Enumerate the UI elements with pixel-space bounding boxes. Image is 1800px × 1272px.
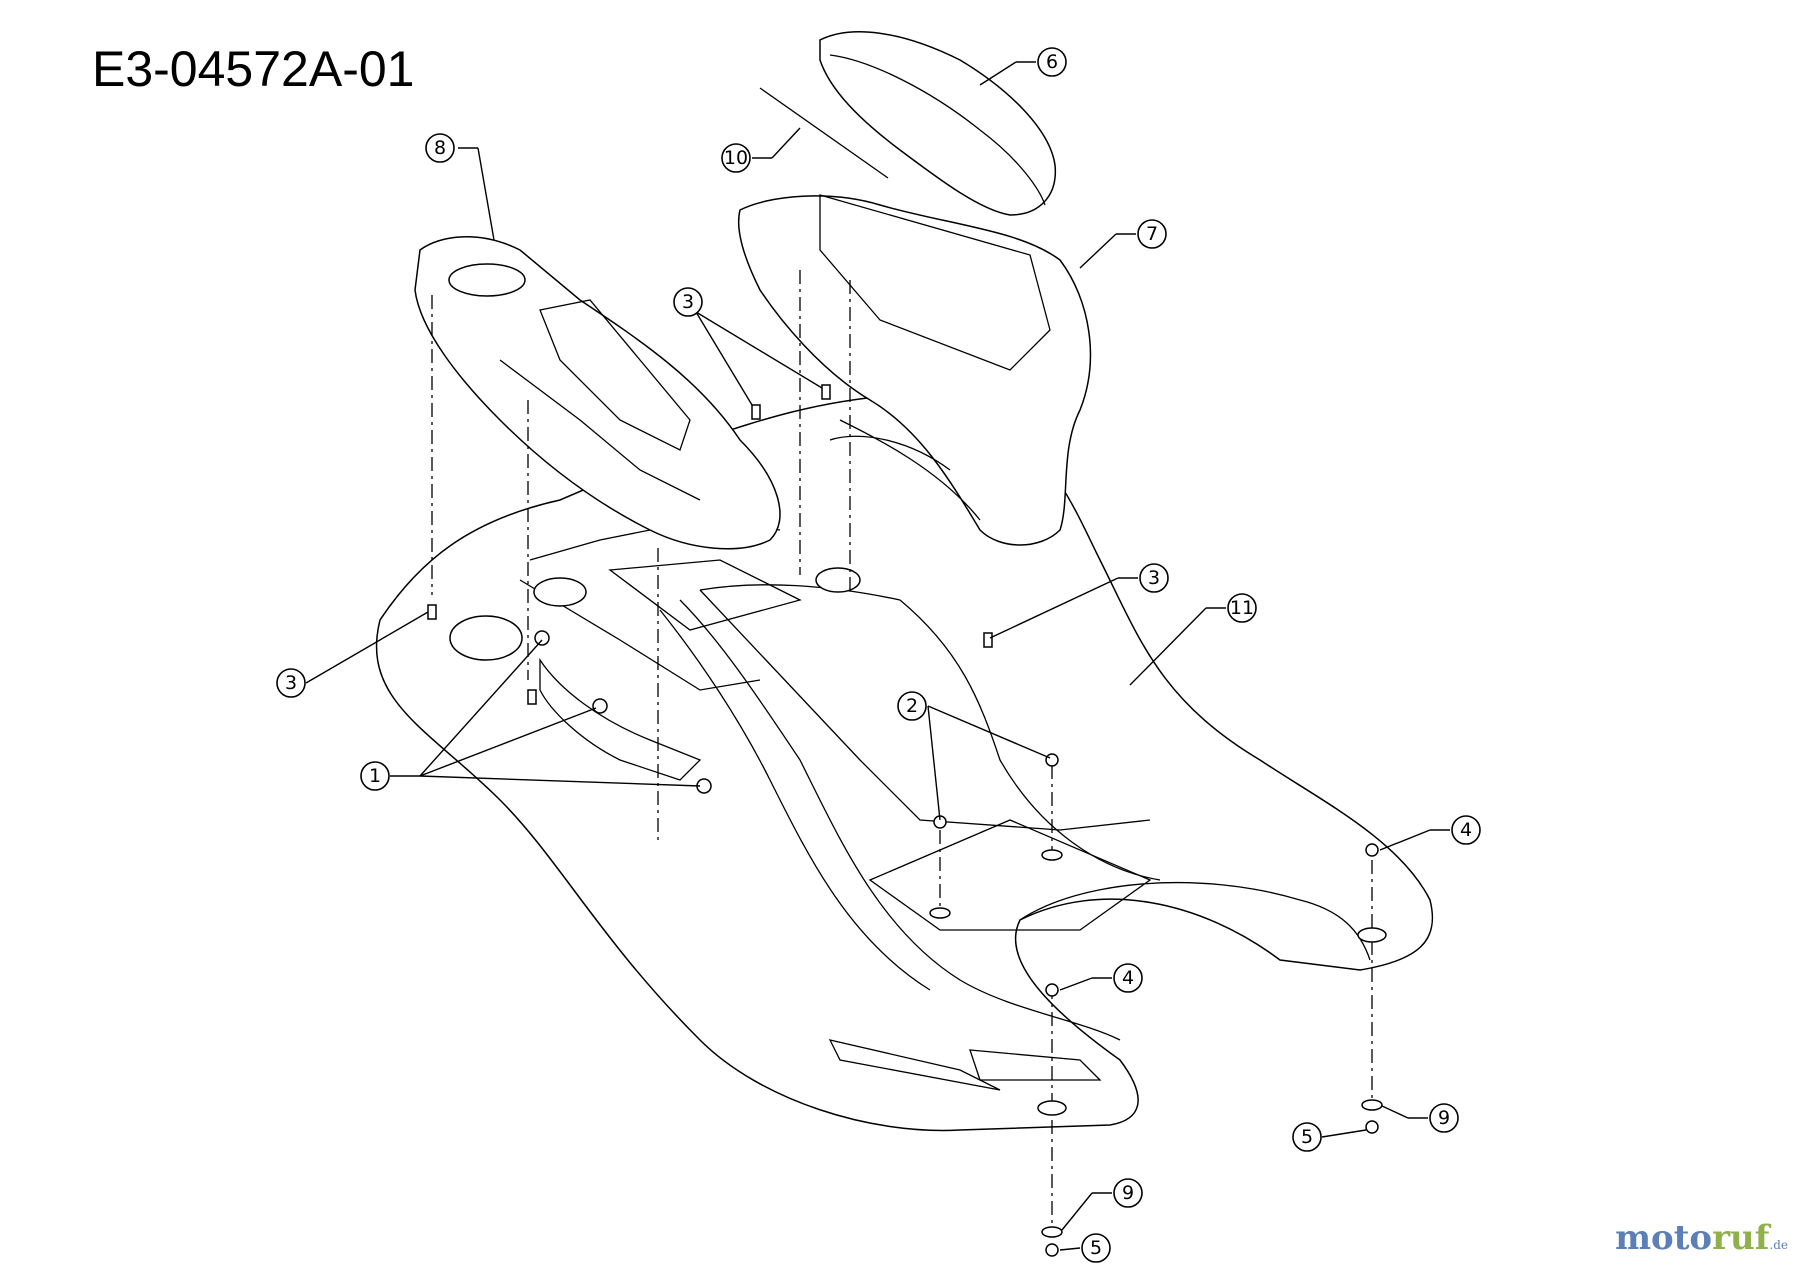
watermark-part-b: ruf <box>1712 1218 1770 1258</box>
callout-4-lower-label: 4 <box>1122 967 1134 989</box>
callout-4-right <box>1451 815 1481 845</box>
callout-5-bottom-label: 5 <box>1090 1237 1102 1259</box>
left-console <box>414 236 781 550</box>
callout-6-label: 6 <box>1046 51 1058 73</box>
callout-4-lower <box>1113 963 1143 993</box>
console-lid <box>819 31 1057 216</box>
callout-3-left <box>276 668 306 698</box>
fender-deck <box>375 394 1434 1132</box>
callouts: 8 6 10 7 3 3 11 3 <box>276 47 1481 1263</box>
callout-9-bottom <box>1113 1178 1143 1208</box>
callout-8-label: 8 <box>434 137 446 159</box>
right-console <box>737 194 1092 546</box>
callout-3-left-label: 3 <box>285 672 297 694</box>
callout-5-bottom <box>1081 1233 1111 1263</box>
callout-10-label: 10 <box>724 147 748 169</box>
callout-10 <box>721 143 751 173</box>
diagram-title: E3-04572A-01 <box>92 41 415 97</box>
callout-1-label: 1 <box>369 765 381 787</box>
callout-8 <box>425 133 455 163</box>
watermark-tld: .de <box>1769 1238 1788 1252</box>
callout-7-label: 7 <box>1146 223 1158 245</box>
callout-3-right-label: 3 <box>1148 567 1160 589</box>
callout-6 <box>1037 47 1067 77</box>
callout-2-label: 2 <box>906 695 918 717</box>
callout-11 <box>1227 593 1257 623</box>
watermark-logo: motoruf.de <box>1615 1218 1788 1258</box>
callout-3-right <box>1139 563 1169 593</box>
callout-5-right <box>1292 1122 1322 1152</box>
callout-9-right <box>1429 1103 1459 1133</box>
callout-9-right-label: 9 <box>1438 1107 1450 1129</box>
hardware <box>427 384 1387 1257</box>
callout-3-upper-label: 3 <box>682 291 694 313</box>
assembly-lines <box>431 270 1373 1230</box>
callout-4-right-label: 4 <box>1460 819 1472 841</box>
callout-5-right-label: 5 <box>1301 1126 1313 1148</box>
callout-2 <box>897 691 927 721</box>
callout-3-upper <box>673 287 703 317</box>
hinge-rod <box>759 87 889 179</box>
callout-9-bottom-label: 9 <box>1122 1182 1134 1204</box>
callout-7 <box>1137 219 1167 249</box>
watermark-part-a: moto <box>1615 1218 1713 1258</box>
callout-1 <box>360 761 390 791</box>
callout-11-label: 11 <box>1230 597 1254 619</box>
